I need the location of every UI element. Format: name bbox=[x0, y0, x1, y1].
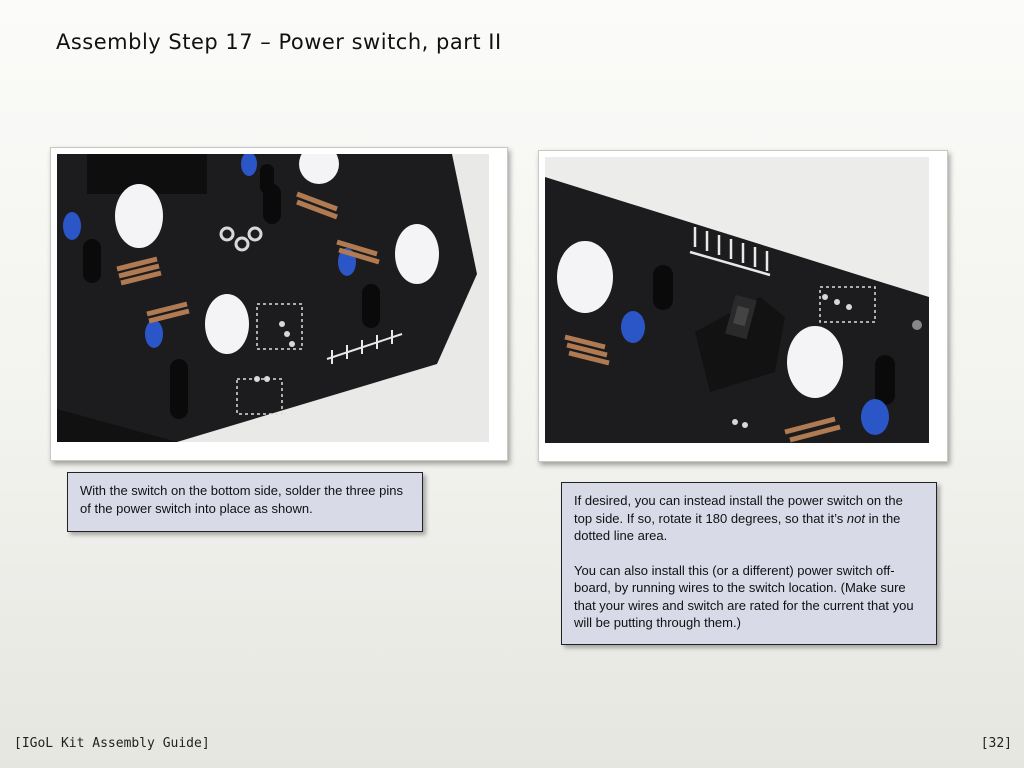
right-caption-paragraph-2: You can also install this (or a differen… bbox=[574, 562, 914, 631]
left-caption-text: With the switch on the bottom side, sold… bbox=[80, 483, 404, 516]
pcb-top-illustration bbox=[545, 157, 929, 443]
power-switch bbox=[695, 294, 785, 392]
white-led-cluster bbox=[115, 154, 439, 354]
left-photo bbox=[50, 147, 508, 461]
guide-name-footer: [IGoL Kit Assembly Guide] bbox=[14, 736, 210, 751]
page-number: [32] bbox=[980, 736, 1012, 751]
right-photo bbox=[538, 150, 948, 462]
slide-title: Assembly Step 17 – Power switch, part II bbox=[56, 30, 502, 54]
left-caption: With the switch on the bottom side, sold… bbox=[67, 472, 423, 532]
right-caption-p1-part-b: in the dotted line area. bbox=[574, 510, 901, 544]
right-caption-p1-emphasis: not bbox=[846, 510, 865, 526]
pcb-bottom-illustration bbox=[57, 154, 489, 442]
right-caption-p1-part-a: If desired, you can instead install the … bbox=[574, 493, 903, 526]
right-caption: If desired, you can instead install the … bbox=[561, 482, 937, 645]
right-caption-paragraph-1: If desired, you can instead install the … bbox=[574, 492, 924, 545]
